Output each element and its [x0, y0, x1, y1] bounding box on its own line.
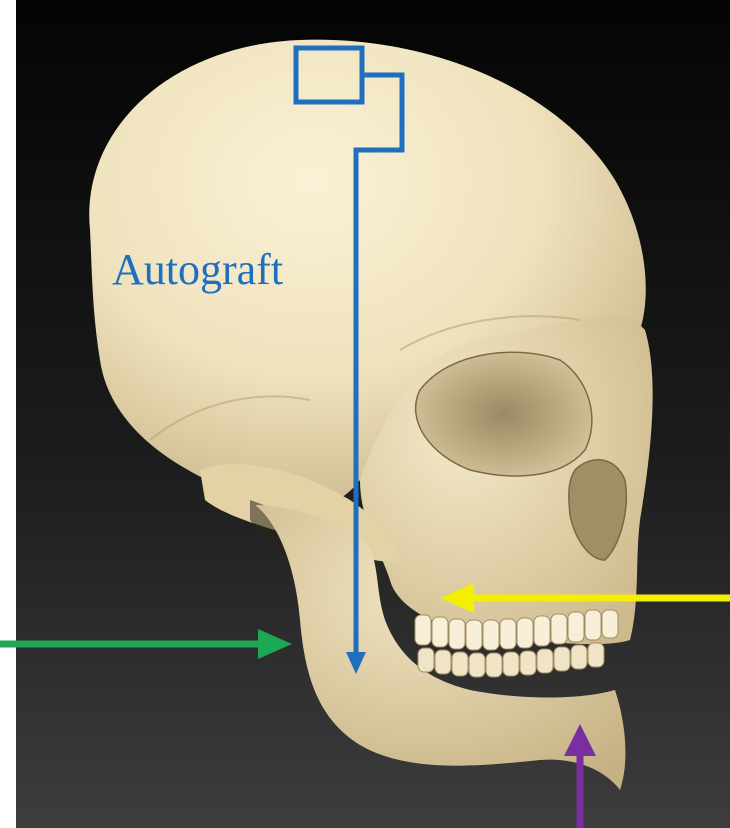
autograft-label: Autograft	[112, 245, 283, 294]
